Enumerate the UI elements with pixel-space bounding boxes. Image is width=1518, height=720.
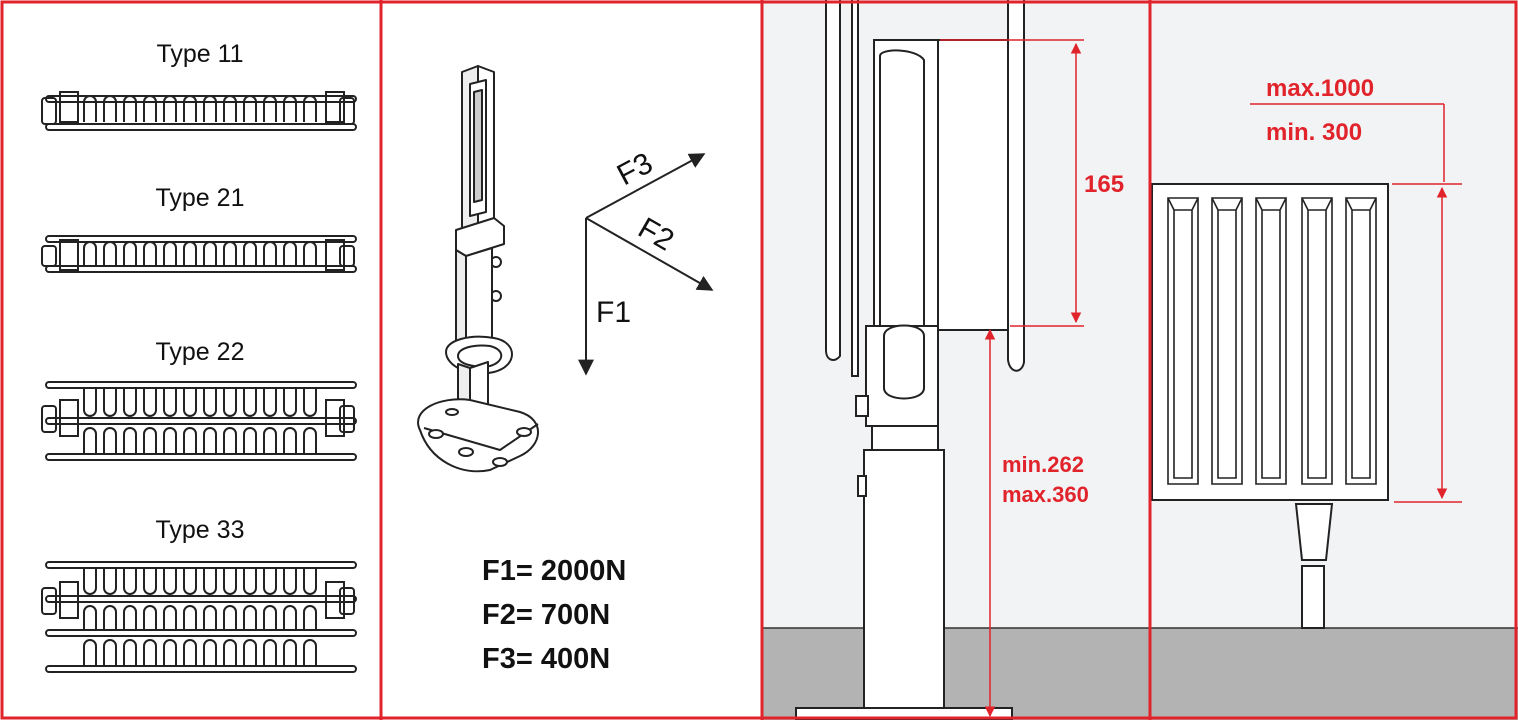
type-33-profile <box>41 561 357 673</box>
type-21-label: Type 21 <box>156 184 245 212</box>
dim-max-1000-label: max.1000 <box>1266 75 1374 102</box>
force-f3-value: F3= 400N <box>482 643 610 675</box>
force-values: F1= 2000N F2= 700N F3= 400N <box>482 555 626 675</box>
f2-arrow <box>585 217 714 291</box>
type-22-label: Type 22 <box>156 338 245 366</box>
section-dimensions <box>940 39 1084 718</box>
panel-front-view: max.1000 min. 300 <box>1151 75 1462 629</box>
f1-label: F1 <box>596 296 631 329</box>
force-f1-value: F1= 2000N <box>482 555 626 587</box>
type-11-profile <box>41 91 357 131</box>
f3-arrow <box>585 153 706 219</box>
dim-min-300-label: min. 300 <box>1266 119 1362 146</box>
floor-bracket-drawing <box>417 65 539 473</box>
radiator-front-view <box>1151 183 1389 629</box>
radiator-side-section <box>795 0 1025 720</box>
panel-radiator-types: Type 11 Type 21 Type 22 <box>41 40 357 673</box>
dim-165-label: 165 <box>1084 171 1124 198</box>
type-11-label: Type 11 <box>156 40 243 68</box>
dim-max-label: max.360 <box>1002 482 1089 507</box>
type-33-label: Type 33 <box>156 516 245 544</box>
panel-side-section: 165 min.262 max.360 <box>795 0 1124 720</box>
type-21-profile <box>41 235 357 273</box>
dim-min-label: min.262 <box>1002 452 1084 477</box>
front-dimensions <box>1250 103 1462 503</box>
type-22-profile <box>41 381 357 461</box>
force-f2-value: F2= 700N <box>482 599 610 631</box>
